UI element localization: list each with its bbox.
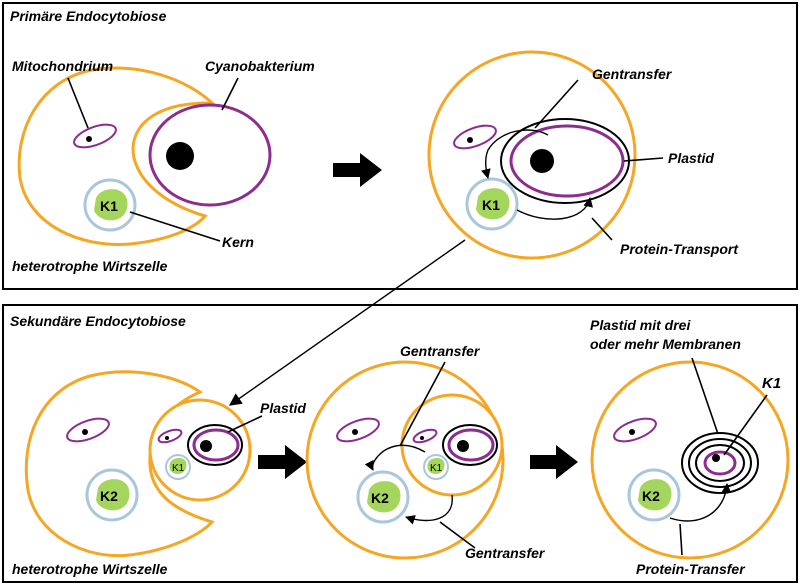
mitochondrium-algal-2: [412, 428, 438, 444]
label-plastid-multi-line1: Plastid mit drei: [590, 317, 691, 333]
mitochondrium-right-dna: [467, 137, 473, 143]
mitochondrium-secondary-1-dna: [82, 429, 88, 435]
label-host-secondary: heterotrophe Wirtszelle: [12, 561, 168, 577]
mitochondrium-algal-1-dna: [165, 436, 169, 440]
nucleus-k1-right-chromatin: [476, 188, 510, 220]
primary-title: Primäre Endocytobiose: [10, 8, 167, 24]
label-mitochondrium: Mitochondrium: [12, 58, 113, 74]
plastid-membrane-2: [688, 438, 752, 488]
leader-cyanobakterium: [221, 77, 239, 111]
plastid-primary-dna: [530, 149, 554, 173]
primary-panel: [2, 2, 798, 290]
nucleus-k1-small-b-chromatin: [427, 457, 445, 474]
plastid-secondary: [703, 450, 737, 476]
leader-plastid-multi: [691, 357, 719, 435]
gentransfer-arrow-secondary-bottom: [405, 494, 453, 525]
plastid-algal-2: [447, 428, 495, 462]
leader-gentransfer-secondary-bottom: [439, 521, 476, 549]
label-gentransfer-primary: Gentransfer: [592, 66, 673, 82]
mitochondrium-secondary-2: [336, 417, 380, 443]
mitochondrium-secondary-1: [66, 417, 110, 443]
label-plastid-multi-line2: oder mehr Membranen: [590, 336, 741, 352]
label-gentransfer-secondary-top: Gentransfer: [400, 343, 481, 359]
leader-k1-right: [723, 394, 768, 456]
gentransfer-arrow-secondary-top: [364, 444, 426, 471]
arrow-plastid-to-secondary: [228, 239, 466, 406]
mitochondrium-algal-1: [157, 428, 183, 444]
nucleus-k1-label: K1: [100, 198, 118, 214]
label-gentransfer-secondary-bottom: Gentransfer: [465, 545, 546, 561]
mitochondrium-secondary-2-dna: [352, 429, 358, 435]
label-kern: Kern: [222, 234, 254, 250]
plastid-primary: [509, 124, 625, 198]
plastid-membrane-3: [681, 432, 759, 494]
leader-mitochondrium: [67, 77, 89, 129]
mitochondrium-dna: [86, 136, 92, 142]
label-cyanobakterium: Cyanobakterium: [205, 58, 315, 74]
leader-plastid-secondary: [227, 415, 263, 433]
mitochondrium-secondary-3-dna: [629, 429, 635, 435]
mitochondrium-right: [453, 124, 497, 150]
arrow-secondary-step-1: [258, 445, 307, 479]
label-k1-right: K1: [762, 375, 781, 392]
mitochondrium: [73, 123, 117, 149]
mitochondrium-algal-2-dna: [420, 436, 424, 440]
nucleus-k2-b-chromatin: [367, 481, 401, 513]
secondary-title: Sekundäre Endocytobiose: [10, 313, 186, 329]
nucleus-k2-c-chromatin: [638, 479, 672, 511]
plastid-algal-2-dna: [457, 440, 469, 452]
label-plastid-primary: Plastid: [668, 150, 714, 166]
label-plastid-secondary: Plastid: [260, 400, 306, 416]
host-cell-crescent-secondary: [24, 370, 215, 558]
host-cell-crescent: [17, 66, 216, 246]
plastid-algal-outer-2: [442, 424, 498, 466]
cyanobakterium: [148, 103, 272, 207]
engulfed-algal-cell-2: [400, 393, 504, 497]
nucleus-k2-c-label: K2: [642, 488, 660, 504]
engulfed-algal-cell: [148, 398, 252, 502]
label-host-primary: heterotrophe Wirtszelle: [12, 258, 168, 274]
protein-transport-arrow: [516, 197, 593, 220]
nucleus-k1-small-a-label: K1: [172, 463, 185, 474]
nucleus-k2-a-chromatin: [96, 479, 130, 511]
leader-protein-transfer: [679, 523, 683, 556]
label-protein-transfer: Protein-Transfer: [636, 561, 746, 577]
plastid-algal-outer-1: [187, 424, 243, 466]
nucleus-k2-a-label: K2: [100, 488, 118, 504]
leader-protein-transport: [591, 217, 613, 241]
arrow-secondary-step-2: [530, 445, 578, 479]
arrow-primary-step: [333, 153, 382, 187]
plastid-secondary-dna: [712, 454, 720, 462]
nucleus-k1-chromatin: [94, 189, 128, 221]
nucleus-k2-b-label: K2: [371, 490, 389, 506]
leader-gentransfer-primary: [534, 79, 579, 129]
cyanobakterium-dna: [166, 142, 194, 170]
label-protein-transport: Protein-Transport: [620, 241, 739, 257]
plastid-algal-1: [192, 428, 240, 462]
plastid-membrane-1: [695, 444, 745, 482]
leader-kern: [129, 211, 221, 242]
plastid-algal-1-dna: [200, 440, 212, 452]
protein-transfer-arrow: [669, 483, 732, 522]
nucleus-k1-small-a-chromatin: [169, 457, 187, 474]
nucleus-k1-small-b-label: K1: [430, 463, 443, 474]
gentransfer-arrow-primary: [481, 129, 549, 179]
nucleus-k1-right-label: K1: [482, 197, 500, 213]
leader-plastid-primary: [623, 157, 664, 162]
mitochondrium-secondary-3: [613, 417, 657, 443]
leader-gentransfer-secondary-top: [399, 361, 446, 447]
